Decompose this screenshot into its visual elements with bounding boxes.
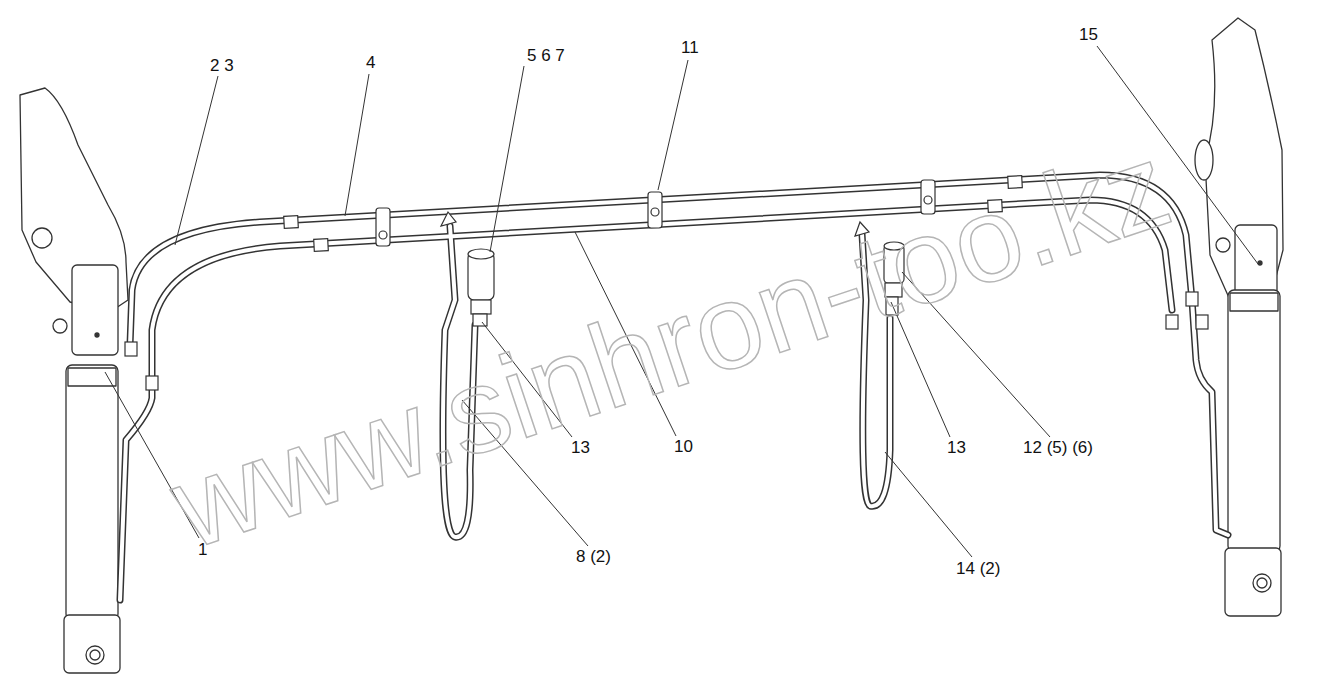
callout-number: 13 [570,439,591,458]
arm-hole [32,228,52,248]
eye-hole [1257,578,1267,588]
pin [1216,238,1230,252]
watermark: www.sinhron-too.kz [158,123,1183,567]
bolt [1258,261,1262,265]
callout-number: 8 (2) [575,548,612,567]
cylinder-cap [1230,293,1278,311]
arm-hole [1195,140,1213,180]
cylinder [66,365,118,620]
callout-number: 13 [946,439,967,458]
rod-end [72,265,118,355]
callout-number: 4 [365,54,376,73]
lift-arm [1205,18,1283,300]
callout-number: 11 [680,39,700,58]
callout-number: 12 (5) (6) [1022,439,1094,458]
callout-number: 5 6 7 [526,47,566,66]
rod-end [1235,225,1277,295]
cylinder-eye [1225,548,1281,616]
callout-number: 2 3 [209,57,235,76]
bolt [95,333,99,337]
callout-number: 15 [1078,26,1099,45]
pin [53,319,67,333]
cylinder [1228,290,1280,552]
callout-number: 10 [673,438,694,457]
eye-hole [86,646,104,664]
cylinder-eye [64,615,120,673]
eye-hole [90,650,100,660]
callout-number: 14 (2) [955,560,1001,579]
cylinder-cap [68,368,116,386]
eye-hole [1253,574,1271,592]
